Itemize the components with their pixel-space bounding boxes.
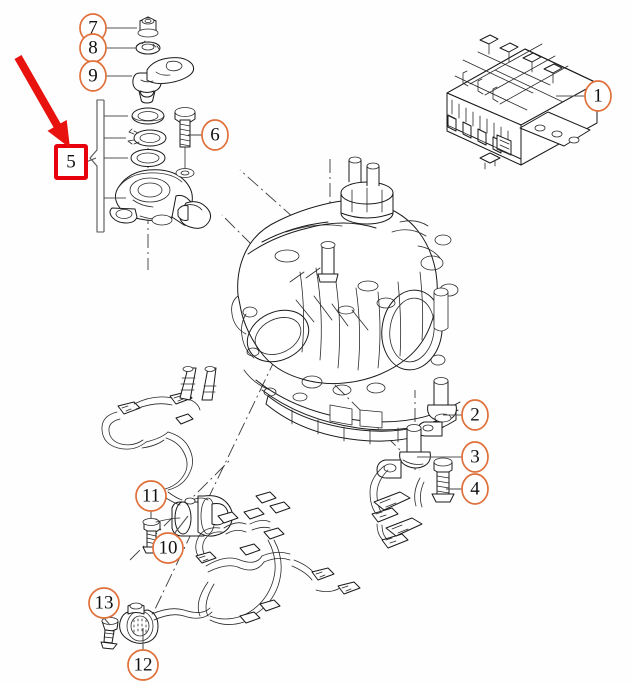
callout-8[interactable]: 8 — [79, 33, 107, 63]
harness-lower-wiring — [195, 477, 425, 625]
group-bracket-5 — [89, 99, 128, 233]
callout-circle-11 — [135, 480, 167, 512]
callout-circle-3 — [461, 441, 489, 473]
callout-label-6: 6 — [210, 124, 220, 145]
part-flat-washer — [130, 149, 166, 167]
part-transmission-control-module — [446, 34, 598, 170]
callout-circle-1 — [584, 80, 612, 112]
callout-11[interactable]: 11 — [135, 480, 167, 512]
part-speed-sensor-lower — [376, 424, 431, 479]
callout-circle-13 — [88, 587, 120, 619]
callout-label-2: 2 — [470, 404, 480, 425]
part-connector-bolt — [100, 617, 119, 650]
harness-sensor-leads — [369, 465, 409, 549]
part-solenoid-valve-body — [171, 495, 233, 537]
part-multifunction-switch — [109, 169, 212, 229]
part-hex-flange-bolt — [431, 457, 455, 503]
callout-label-3: 3 — [470, 446, 480, 467]
part-speed-sensor-upper — [417, 377, 457, 437]
part-circlip — [127, 128, 167, 147]
highlighted-callout-5[interactable]: 5 — [54, 144, 88, 180]
callout-label-8: 8 — [88, 37, 98, 58]
callout-13[interactable]: 13 — [88, 587, 120, 619]
callout-label-7: 7 — [88, 17, 98, 38]
highlight-label: 5 — [66, 151, 76, 172]
callout-label-11: 11 — [142, 485, 160, 506]
callout-10[interactable]: 10 — [152, 532, 184, 564]
callout-1[interactable]: 1 — [584, 80, 612, 112]
callout-circle-9 — [79, 60, 107, 92]
part-transmission-housing — [231, 156, 461, 445]
callout-2[interactable]: 2 — [461, 399, 489, 431]
callout-label-9: 9 — [88, 65, 98, 86]
callout-label-12: 12 — [134, 654, 153, 675]
callout-label-13: 13 — [95, 592, 114, 613]
part-hex-nut — [137, 16, 159, 38]
callout-4[interactable]: 4 — [461, 473, 489, 505]
callout-circle-12 — [127, 649, 159, 681]
part-sensor-retaining-bolt — [174, 107, 196, 178]
callout-6[interactable]: 6 — [201, 119, 229, 151]
callout-circle-10 — [152, 532, 184, 564]
red-annotation-arrow — [14, 55, 70, 148]
callout-label-4: 4 — [470, 478, 480, 499]
callout-circle-6 — [201, 119, 229, 151]
callout-12[interactable]: 12 — [127, 649, 159, 681]
callout-circle-2 — [461, 399, 489, 431]
callout-label-10: 10 — [159, 537, 178, 558]
harness-upper-wiring — [101, 366, 217, 506]
part-harness-plug-connector — [119, 602, 213, 644]
part-lock-washer — [135, 40, 161, 55]
callout-leader-lines — [85, 27, 585, 650]
part-selector-shaft-lever — [132, 57, 195, 104]
callout-3[interactable]: 3 — [461, 441, 489, 473]
callout-9[interactable]: 9 — [79, 60, 107, 92]
part-seal-ring — [131, 107, 165, 125]
callout-circle-4 — [461, 473, 489, 505]
callout-label-1: 1 — [593, 85, 603, 106]
